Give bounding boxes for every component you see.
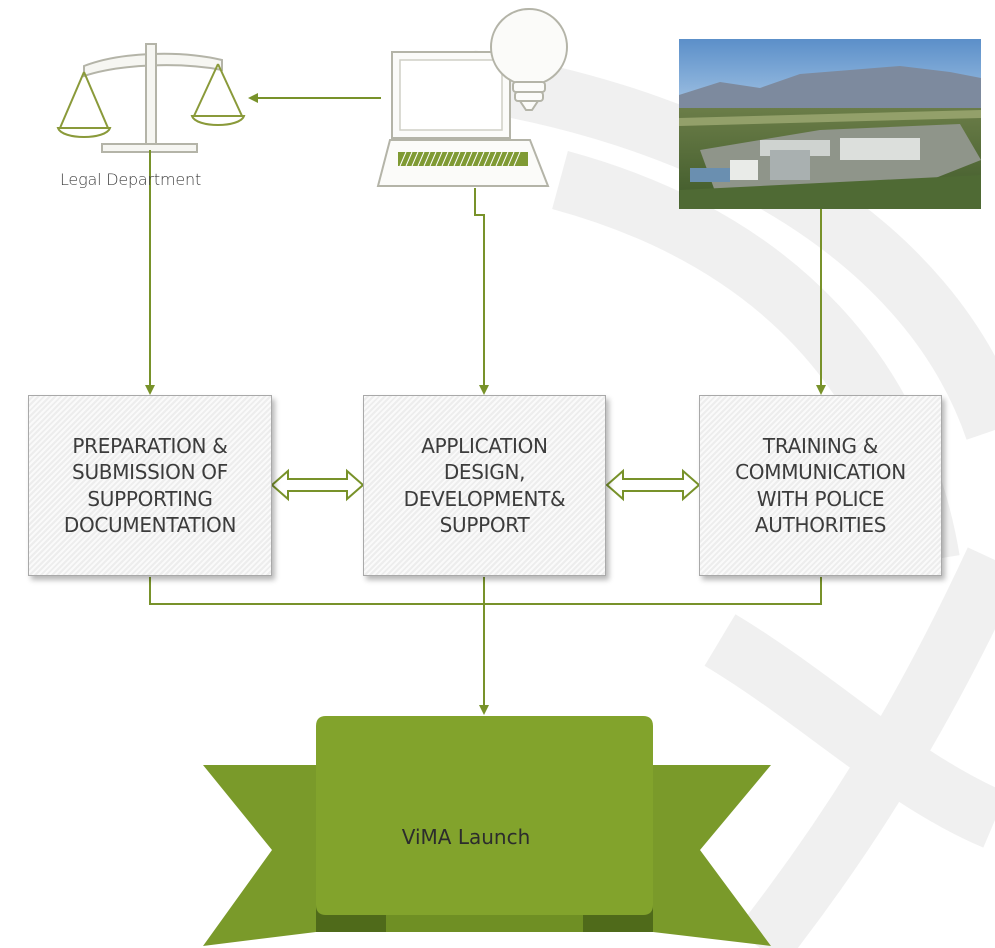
double-arrow-prep-app [270,468,365,502]
merge-line [149,577,822,605]
training-box-text: TRAINING & COMMUNICATION WITH POLICE AUT… [735,433,906,537]
launch-banner [203,716,771,946]
application-box-text: APPLICATION DESIGN, DEVELOPMENT& SUPPORT [403,433,566,537]
preparation-box-text: PREPARATION & SUBMISSION OF SUPPORTING D… [63,433,237,537]
preparation-box: PREPARATION & SUBMISSION OF SUPPORTING D… [28,395,272,576]
double-arrow-app-train [605,468,701,502]
application-box: APPLICATION DESIGN, DEVELOPMENT& SUPPORT [363,395,606,576]
computer-lightbulb-icon [376,8,568,187]
training-box: TRAINING & COMMUNICATION WITH POLICE AUT… [699,395,942,576]
launch-banner-label: ViMA Launch [401,825,531,849]
border-crossing-photo [679,39,981,209]
legal-department-label: Legal Department [60,170,202,189]
scale-of-justice-icon [56,43,246,153]
arrow-computer-to-application [474,188,489,395]
connectors [145,93,826,715]
